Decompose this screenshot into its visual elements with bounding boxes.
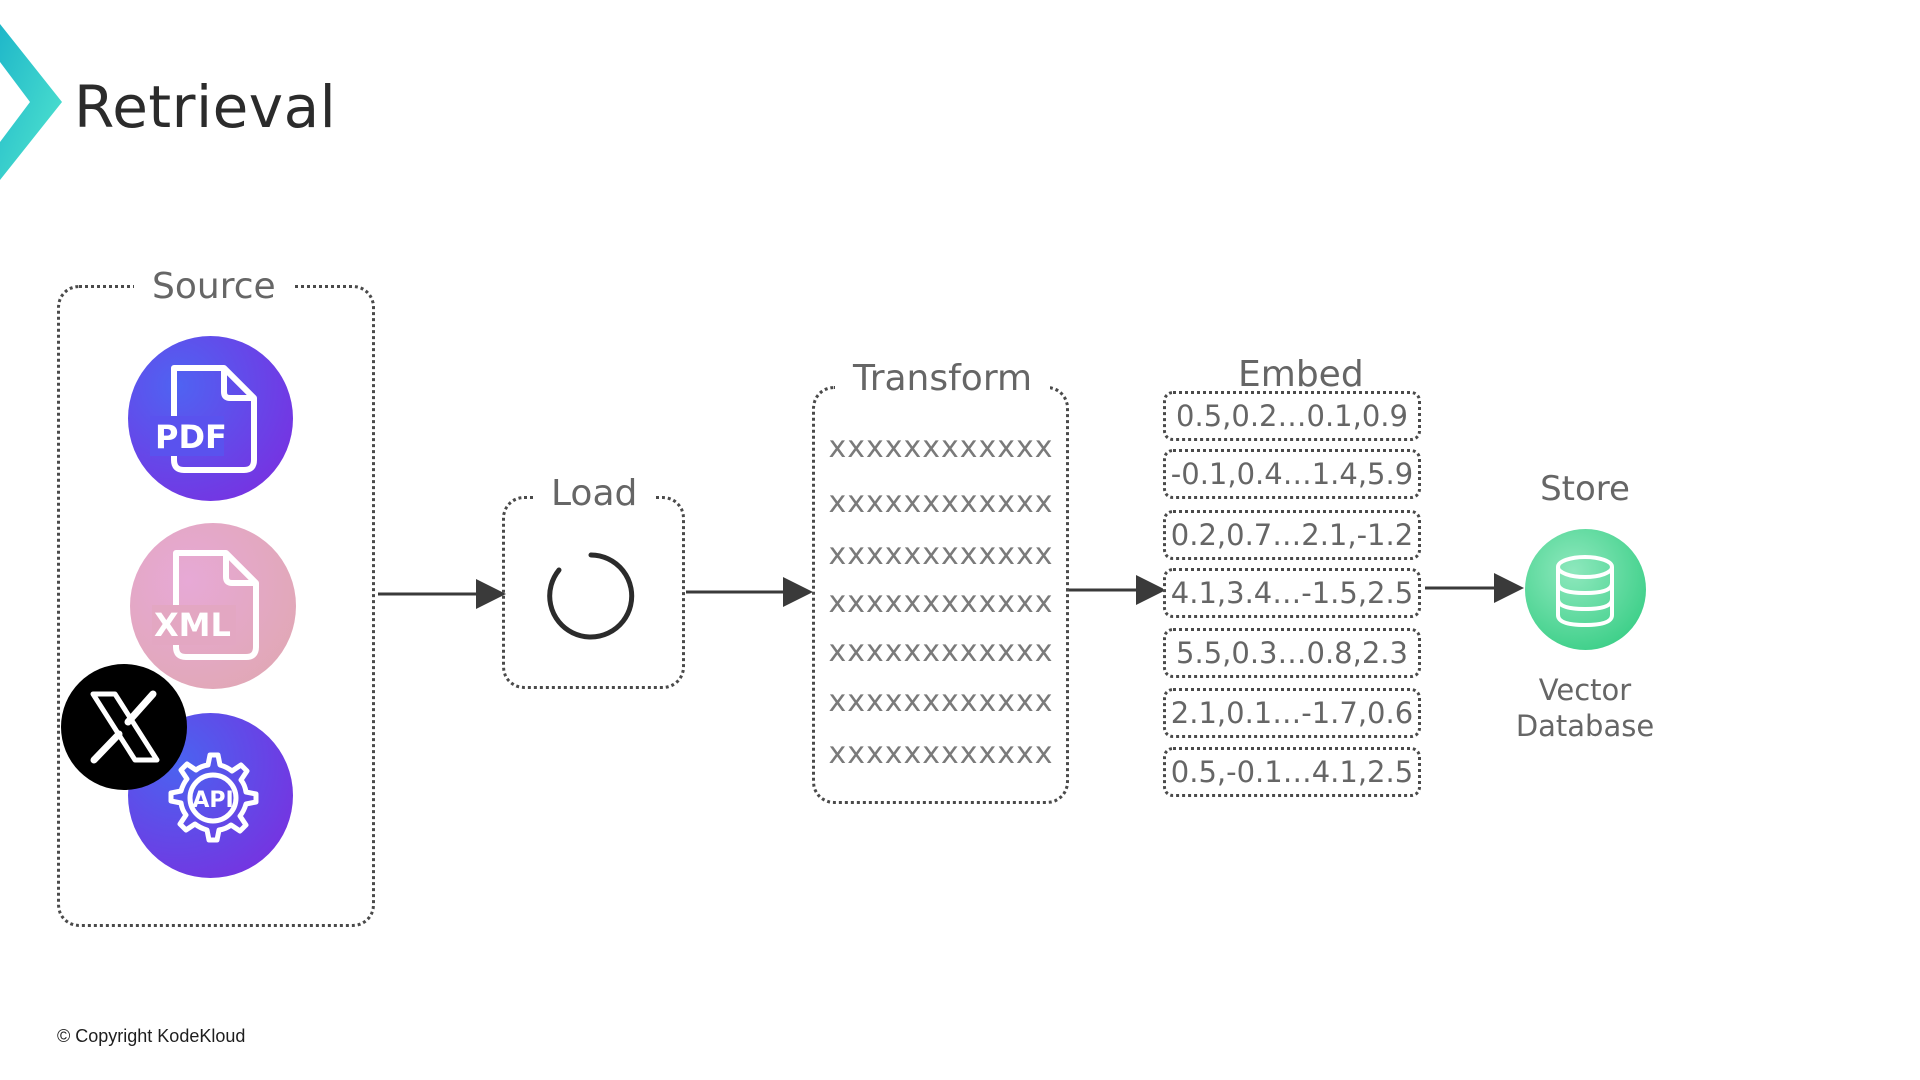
transform-label: Transform: [835, 361, 1051, 397]
brand-chevron-logo: [0, 24, 62, 180]
transform-row: xxxxxxxxxxxx: [828, 634, 1054, 669]
pdf-source-icon[interactable]: PDF: [128, 336, 293, 501]
embedding-vector: 0.5,-0.1…4.1,2.5: [1163, 747, 1421, 797]
page-title: Retrieval: [74, 73, 337, 141]
store-label: Store: [1540, 469, 1630, 509]
x-logo-icon: [90, 690, 160, 764]
svg-text:API: API: [192, 788, 233, 813]
gear-icon: API: [168, 752, 259, 843]
x-logo-source-icon[interactable]: [61, 664, 187, 790]
transform-row: xxxxxxxxxxxx: [828, 736, 1054, 771]
transform-row: xxxxxxxxxxxx: [828, 684, 1054, 719]
load-label: Load: [533, 476, 656, 512]
xml-source-icon[interactable]: XML: [130, 523, 296, 689]
embed-label: Embed: [1220, 357, 1382, 393]
source-label: Source: [134, 269, 294, 305]
xml-icon-label: XML: [154, 606, 231, 644]
embedding-vector: 0.2,0.7…2.1,-1.2: [1163, 510, 1421, 560]
vector-database-icon[interactable]: [1525, 529, 1646, 650]
transform-row: xxxxxxxxxxxx: [828, 585, 1054, 620]
transform-row: xxxxxxxxxxxx: [828, 485, 1054, 520]
copyright-text: © Copyright KodeKloud: [57, 1026, 246, 1046]
db-label-line2: Database: [1515, 709, 1655, 743]
database-icon: [1556, 555, 1614, 628]
transform-row: xxxxxxxxxxxx: [828, 430, 1054, 465]
pdf-icon-label: PDF: [155, 418, 227, 456]
embedding-vector: -0.1,0.4…1.4,5.9: [1163, 449, 1421, 499]
file-outline-icon: [152, 550, 259, 660]
embedding-vector: 0.5,0.2…0.1,0.9: [1163, 391, 1421, 441]
db-label-line1: Vector: [1538, 673, 1632, 707]
embedding-vector: 4.1,3.4…-1.5,2.5: [1163, 568, 1421, 618]
file-outline-icon: [150, 365, 257, 473]
transform-row: xxxxxxxxxxxx: [828, 537, 1054, 572]
loading-spinner-icon: [547, 552, 635, 640]
vector-database-label: Vector Database: [1500, 672, 1670, 744]
embedding-vector: 5.5,0.3…0.8,2.3: [1163, 628, 1421, 678]
embedding-vector: 2.1,0.1…-1.7,0.6: [1163, 688, 1421, 738]
